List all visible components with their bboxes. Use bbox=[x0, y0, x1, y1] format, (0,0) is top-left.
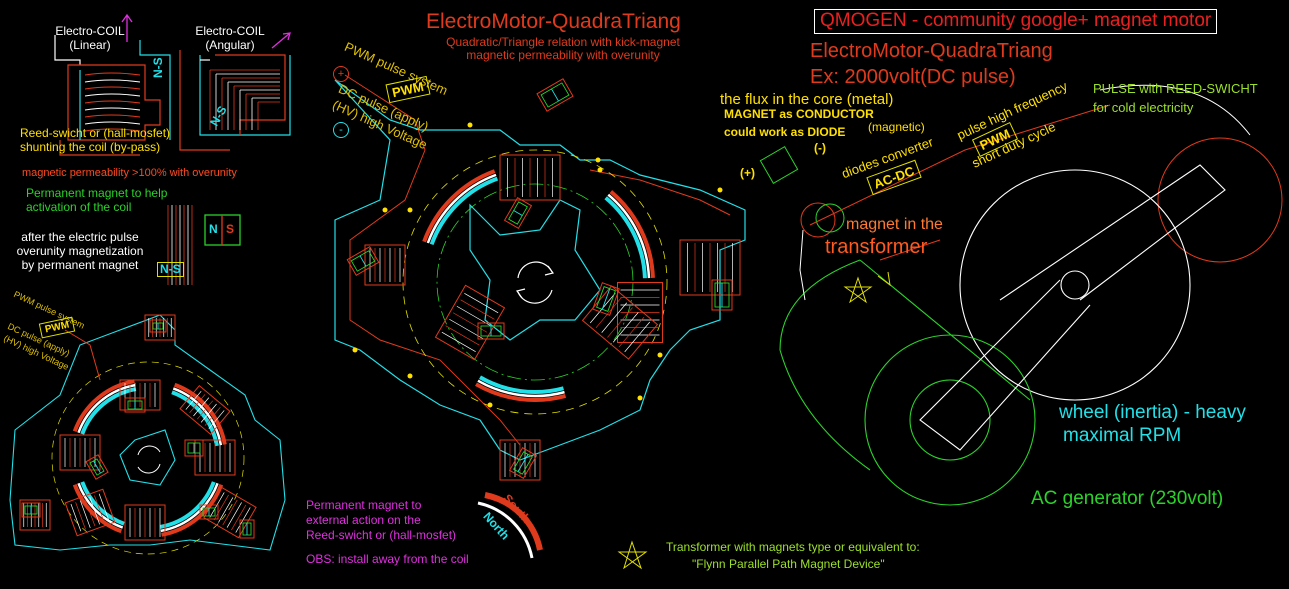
linear-coil-windings bbox=[84, 72, 141, 132]
main-subtitle-line2: magnetic permeability with overunity bbox=[466, 48, 660, 62]
main-title: ElectroMotor-QuadraTriang bbox=[426, 10, 681, 33]
magnet-transformer-label-2: transformer bbox=[825, 236, 928, 258]
perm-magnet-label-1: Permanent magnet to help bbox=[26, 186, 168, 200]
angular-coil-drawing bbox=[179, 50, 291, 151]
transformer-note-2: "Flynn Parallel Path Magnet Device" bbox=[692, 557, 885, 571]
small-motor-magnets bbox=[21, 319, 255, 539]
perm-ext-label-3: Reed-swicht or (hall-mosfet) bbox=[306, 528, 457, 542]
after-pulse-label-1: after the electric pulse bbox=[21, 230, 139, 244]
plus-terminal: + bbox=[333, 66, 349, 82]
perm-ext-label-2: external action on the bbox=[306, 513, 421, 527]
permeability-label: magnetic permeability >100% with overuni… bbox=[22, 167, 237, 179]
coil-angular-label-2: (Angular) bbox=[205, 38, 255, 52]
ns-small-label: N-S bbox=[157, 262, 184, 278]
angular-coil-windings bbox=[209, 69, 280, 130]
after-pulse-label-3: by permanent magnet bbox=[21, 258, 139, 272]
magenta-arrows bbox=[121, 13, 291, 49]
center-motor-contacts bbox=[352, 122, 723, 408]
reed-pulse-label-2: for cold electricity bbox=[1093, 100, 1194, 115]
small-motor-windings bbox=[19, 314, 257, 541]
linear-coil-drawing bbox=[54, 35, 171, 156]
right-title: ElectroMotor-QuadraTriang bbox=[810, 40, 1053, 62]
center-motor-magnet-arcs bbox=[422, 169, 655, 402]
after-pulse-label-2: overunity magnetization bbox=[16, 244, 144, 258]
flux-label: the flux in the core (metal) bbox=[720, 91, 894, 108]
right-example: Ex: 2000volt(DC pulse) bbox=[810, 66, 1016, 88]
obs-note: OBS: install away from the coil bbox=[306, 552, 469, 566]
qmogen-banner: QMOGEN - community google+ magnet motor bbox=[814, 9, 1218, 34]
main-subtitle-line1: Quadratic/Triangle relation with kick-ma… bbox=[446, 35, 680, 49]
wheel-generator-drawing bbox=[779, 84, 1283, 506]
side-magnet-field-lines bbox=[167, 205, 193, 285]
perm-magnet-label-2: activation of the coil bbox=[26, 200, 132, 214]
reed-pulse-label-1: PULSE with REED-SWICHT bbox=[1093, 81, 1258, 96]
wheel-label-1: wheel (inertia) - heavy bbox=[1059, 402, 1246, 423]
side-magnet-n: N bbox=[209, 222, 218, 236]
generator-label: AC generator (230volt) bbox=[1031, 488, 1224, 509]
small-motor-drawing bbox=[9, 314, 286, 555]
magnetic-label: (magnetic) bbox=[868, 120, 925, 134]
transformer-note-1: Transformer with magnets type or equival… bbox=[666, 540, 920, 554]
legend-star-icon bbox=[617, 540, 648, 570]
magnet-conductor-label: MAGNET as CONDUCTOR bbox=[724, 107, 874, 121]
coil-linear-label-1: Electro-COIL bbox=[55, 24, 125, 38]
center-motor-magnets bbox=[346, 78, 733, 479]
side-magnet-s: S bbox=[226, 222, 235, 236]
ns-vertical-label: N-S bbox=[151, 57, 165, 78]
plus-label: (+) bbox=[740, 166, 755, 180]
minus-label: (-) bbox=[814, 141, 826, 155]
north-south-arc bbox=[477, 492, 543, 559]
coil-angular-label-1: Electro-COIL bbox=[195, 24, 265, 38]
center-motor-windings bbox=[364, 154, 741, 481]
wheel-label-2: maximal RPM bbox=[1063, 425, 1182, 446]
reed-switch-label-1: Reed-swicht or (hall-mosfet) bbox=[20, 126, 171, 140]
coil-linear-label-2: (Linear) bbox=[69, 38, 111, 52]
reed-switch-label-2: shunting the coil (by-pass) bbox=[20, 140, 161, 154]
transformer-star-icon bbox=[843, 276, 873, 304]
perm-ext-label-1: Permanent magnet to bbox=[306, 498, 422, 512]
minus-terminal: - bbox=[333, 122, 349, 138]
magnet-transformer-label-1: magnet in the bbox=[846, 216, 943, 233]
side-magnet-block bbox=[204, 214, 241, 246]
diode-magnet bbox=[759, 146, 799, 184]
diode-label: could work as DIODE bbox=[724, 125, 846, 139]
